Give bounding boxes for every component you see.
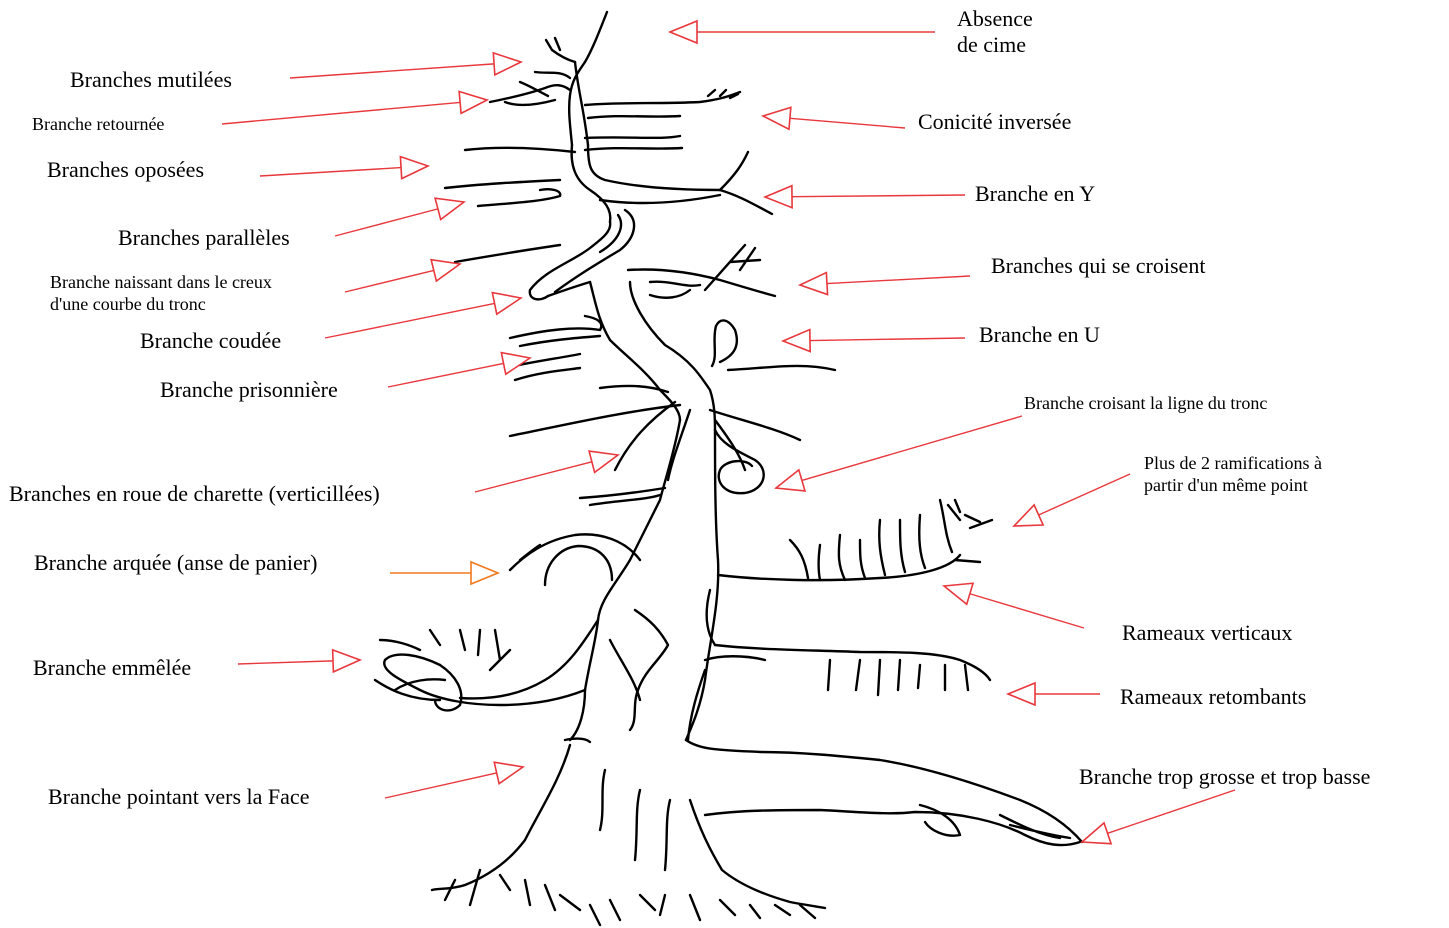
arrow-branche-en-y-head: [765, 186, 792, 208]
arrow-rameaux-verticaux-head: [944, 583, 973, 604]
arrow-branches-paralleles-line: [335, 209, 438, 236]
arrow-branche-prisonniere-line: [388, 363, 504, 387]
arrow-branche-retournee: [222, 91, 487, 124]
arrow-branche-naissant-creux-head: [431, 260, 460, 281]
label-branches-roue-de-charette: Branches en roue de charette (verticillé…: [9, 481, 380, 507]
arrow-branche-arquee: [390, 562, 498, 584]
arrow-branche-en-u: [783, 330, 965, 352]
arrow-branche-emmelee-head: [333, 650, 360, 672]
arrow-branche-trop-grosse: [1082, 790, 1235, 844]
arrow-branche-croisant-tronc: [776, 416, 1022, 491]
arrow-rameaux-retombants: [1008, 683, 1100, 705]
arrow-branche-emmelee-line: [238, 661, 333, 664]
arrow-branche-trop-grosse-line: [1108, 790, 1235, 833]
label-conicite-inversee: Conicité inversée: [918, 109, 1071, 135]
arrow-branches-mutilees-head: [493, 53, 521, 75]
label-branche-naissant-creux: Branche naissant dans le creux d'une cou…: [50, 272, 272, 315]
arrow-rameaux-retombants-head: [1008, 683, 1035, 705]
label-branche-prisonniere: Branche prisonnière: [160, 377, 338, 403]
arrow-plus-de-2-ramifications: [1014, 474, 1130, 526]
label-branche-trop-grosse: Branche trop grosse et trop basse: [1079, 764, 1370, 790]
arrow-branches-qui-se-croisent-head: [800, 273, 828, 295]
label-branche-arquee: Branche arquée (anse de panier): [34, 550, 317, 576]
arrow-branche-coudee-head: [492, 293, 521, 315]
arrow-branches-oposees-head: [400, 157, 428, 179]
arrow-plus-de-2-ramifications-line: [1039, 474, 1130, 515]
arrow-branches-oposees: [260, 157, 428, 179]
label-branche-pointant-face: Branche pointant vers la Face: [48, 784, 309, 810]
label-branche-coudee: Branche coudée: [140, 328, 281, 354]
label-rameaux-retombants: Rameaux retombants: [1120, 684, 1306, 710]
arrow-branches-qui-se-croisent: [800, 273, 970, 295]
arrow-branche-croisant-tronc-line: [802, 416, 1022, 480]
arrow-conicite-inversee-line: [790, 118, 905, 128]
arrow-conicite-inversee-head: [763, 107, 791, 129]
label-branche-retournee: Branche retournée: [32, 114, 164, 136]
arrow-branche-croisant-tronc-head: [776, 470, 805, 491]
label-branches-qui-se-croisent: Branches qui se croisent: [991, 253, 1205, 279]
label-rameaux-verticaux: Rameaux verticaux: [1122, 620, 1292, 646]
arrow-plus-de-2-ramifications-head: [1014, 505, 1043, 526]
arrow-branches-paralleles-head: [435, 198, 464, 219]
arrow-branches-roue-line: [475, 462, 592, 492]
arrow-branche-naissant-creux-line: [345, 270, 434, 292]
arrow-branche-en-y: [765, 186, 965, 208]
arrow-branche-arquee-head: [471, 562, 498, 584]
arrow-conicite-inversee: [763, 107, 905, 129]
arrow-branche-retournee-head: [459, 91, 487, 113]
arrow-branche-pointant-face-head: [494, 762, 523, 783]
label-absence-de-cime: Absence de cime: [957, 6, 1033, 59]
label-branche-en-y: Branche en Y: [975, 181, 1095, 207]
arrow-branches-qui-se-croisent-line: [827, 276, 970, 284]
tree-sketch: [375, 12, 1082, 925]
arrow-branche-retournee-line: [222, 102, 460, 124]
arrow-branches-roue-head: [589, 451, 618, 472]
arrow-rameaux-verticaux: [944, 583, 1084, 628]
arrow-branche-pointant-face: [385, 762, 523, 798]
label-branches-oposees: Branches oposées: [47, 157, 204, 183]
arrow-branches-paralleles: [335, 198, 464, 236]
label-plus-de-2-ramifications: Plus de 2 ramifications à partir d'un mê…: [1144, 453, 1322, 496]
arrow-branche-en-u-line: [810, 338, 965, 341]
arrow-branche-prisonniere: [388, 353, 530, 387]
arrow-branche-en-u-head: [783, 330, 810, 352]
arrow-branche-emmelee: [238, 650, 360, 672]
label-branche-emmelee: Branche emmêlée: [33, 655, 191, 681]
arrow-branche-trop-grosse-head: [1082, 823, 1111, 844]
arrow-branche-coudee: [325, 293, 521, 338]
arrow-absence-de-cime-head: [670, 21, 697, 43]
arrow-branches-mutilees: [290, 53, 521, 78]
arrow-rameaux-verticaux-line: [970, 594, 1084, 628]
label-branches-paralleles: Branches parallèles: [118, 225, 290, 251]
arrow-branches-mutilees-line: [290, 64, 494, 78]
arrow-branches-roue: [475, 451, 618, 492]
arrow-absence-de-cime: [670, 21, 935, 43]
arrow-branche-pointant-face-line: [385, 773, 497, 798]
arrow-branche-coudee-line: [325, 303, 495, 338]
arrow-branche-en-y-line: [792, 195, 965, 197]
label-branches-mutilees: Branches mutilées: [70, 67, 232, 93]
label-branche-croisant-tronc: Branche croisant la ligne du tronc: [1024, 393, 1267, 415]
annotation-arrows: [222, 21, 1235, 844]
arrow-branches-oposees-line: [260, 168, 401, 176]
arrow-branche-naissant-creux: [345, 260, 460, 292]
label-branche-en-u: Branche en U: [979, 322, 1100, 348]
